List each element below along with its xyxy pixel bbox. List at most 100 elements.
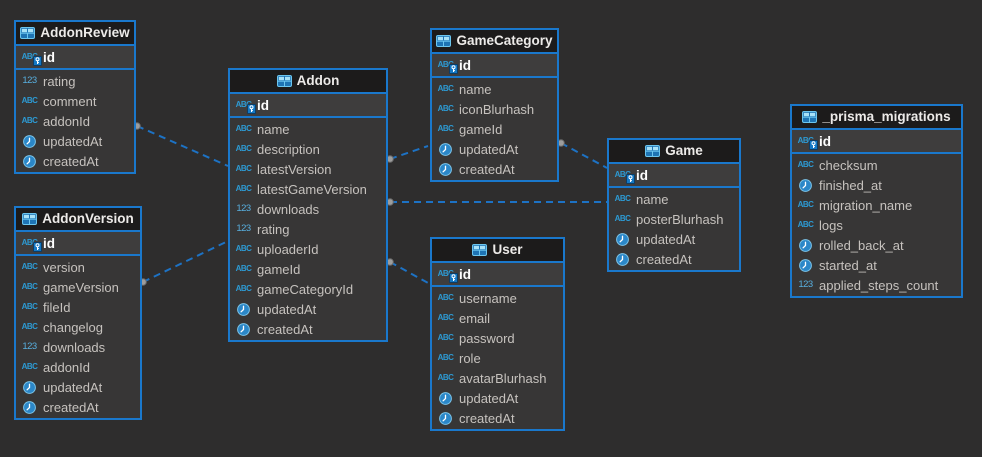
column-createdat[interactable]: createdAt [432,408,563,428]
integer-type-icon: 123 [22,75,37,87]
column-createdat[interactable]: createdAt [432,159,557,179]
column-updatedat[interactable]: updatedAt [432,139,557,159]
column-updatedat[interactable]: updatedAt [432,388,563,408]
column-started_at[interactable]: started_at [792,255,961,275]
primary-key-icon: ABC [21,53,43,66]
integer-type-icon: 123 [236,203,251,215]
column-rolled_back_at[interactable]: rolled_back_at [792,235,961,255]
column-finished_at[interactable]: finished_at [792,175,961,195]
column-updatedat[interactable]: updatedAt [230,299,386,319]
varchar-type-icon: ABC [437,313,454,322]
entity-header[interactable]: Addon [230,70,386,94]
primary-key-icon: ABC [437,61,459,74]
entity-header[interactable]: Game [609,140,739,164]
column-name: username [459,290,517,306]
column-name: avatarBlurhash [459,370,547,386]
connection-addonreview-addon[interactable] [136,125,229,167]
column-name: createdAt [43,153,99,169]
column-email[interactable]: ABC email [432,308,563,328]
column-name: rating [257,221,290,237]
column-updatedat[interactable]: updatedAt [16,377,140,397]
column-name: version [43,259,85,275]
column-name: id [257,97,269,113]
primary-key-badge [449,64,459,74]
datetime-type-icon [235,322,252,336]
table-icon [436,35,452,47]
column-updatedat[interactable]: updatedAt [609,229,739,249]
column-name: migration_name [819,197,913,213]
entity-header[interactable]: GameCategory [432,30,557,54]
varchar-type-icon: ABC [437,104,454,113]
column-createdat[interactable]: createdAt [16,151,134,171]
integer-type-icon: 123 [22,341,37,353]
column-name: createdAt [636,251,692,267]
column-name: email [459,310,491,326]
primary-key-badge [33,242,43,252]
column-createdat[interactable]: createdAt [230,319,386,339]
entity-header[interactable]: AddonVersion [16,208,140,232]
column-createdat[interactable]: createdAt [609,249,739,269]
column-name: checksum [819,157,878,173]
entity-header[interactable]: User [432,239,563,263]
entity-header[interactable]: AddonReview [16,22,134,46]
entity-header[interactable]: _prisma_migrations [792,106,961,130]
entity-title: AddonVersion [42,211,134,226]
connection-addon-user[interactable] [389,261,431,285]
connection-addon-gamecategory[interactable] [389,145,429,160]
table-icon [472,244,488,256]
integer-type-icon: 123 [798,279,813,291]
column-createdat[interactable]: createdAt [16,397,140,417]
column-name: updatedAt [459,141,519,157]
connection-gamecategory-game[interactable] [560,142,608,169]
table-icon [22,213,38,225]
connection-addonversion-addon[interactable] [142,240,229,283]
column-updatedat[interactable]: updatedAt [16,131,134,151]
